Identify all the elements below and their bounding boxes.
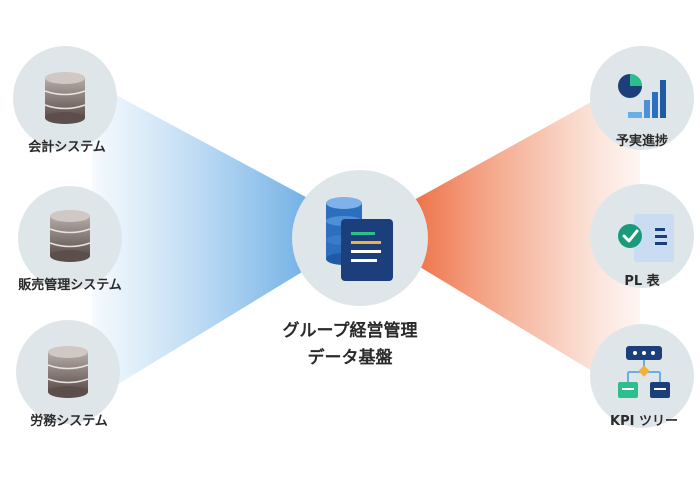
hub-node[interactable] [292,170,428,306]
source-node-accounting[interactable] [13,46,117,150]
checked-document-icon [618,214,674,262]
output-label-budget-progress: 予実進捗 [615,134,668,149]
hub-title-line2: データ基盤 [307,348,393,368]
tree-diagram-icon [618,346,670,398]
database-icon [47,346,89,398]
output-node-kpi-tree[interactable] [590,324,694,428]
hub-title: グループ経営管理 データ基盤 [250,318,450,372]
hub-title-line1: グループ経営管理 [282,321,418,341]
database-icon [49,210,91,262]
source-label-labor: 労務システム [30,414,108,429]
output-label-pl-statement: PL 表 [624,274,660,289]
data-platform-icon [326,197,393,281]
source-node-sales[interactable] [18,186,122,290]
output-node-budget-progress[interactable] [590,46,694,150]
output-label-kpi-tree: KPI ツリー [610,414,678,429]
inflow-fan [92,82,330,400]
chart-dashboard-icon [618,74,666,118]
database-icon [44,72,86,124]
source-label-accounting: 会計システム [28,140,106,155]
source-label-sales: 販売管理システム [18,278,122,293]
output-node-pl-statement[interactable] [590,184,694,288]
outflow-fan [405,75,640,400]
source-node-labor[interactable] [16,320,120,424]
